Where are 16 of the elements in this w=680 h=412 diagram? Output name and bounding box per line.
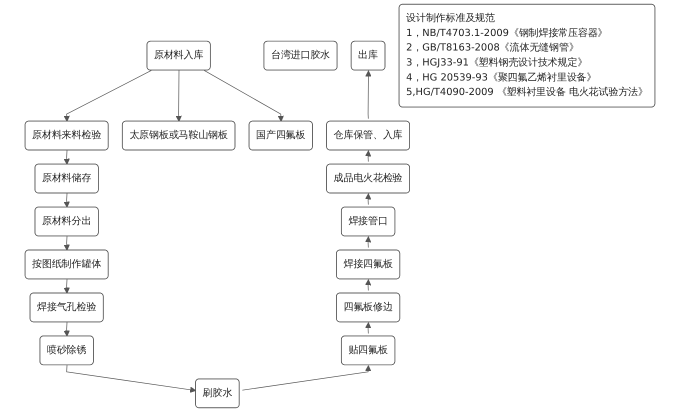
arrow [365, 150, 372, 162]
arrow [365, 193, 372, 205]
arrow [64, 322, 70, 337]
arrow [365, 279, 372, 291]
arrow [64, 192, 70, 208]
arrow [64, 236, 70, 251]
arrow [365, 322, 372, 334]
arrow [176, 70, 182, 122]
arrow [365, 70, 372, 120]
arrow [64, 70, 152, 122]
arrow [242, 365, 372, 391]
arrow [365, 236, 372, 248]
arrow [64, 150, 70, 165]
arrow [66, 364, 196, 393]
arrow [64, 278, 70, 294]
arrow [204, 70, 284, 122]
